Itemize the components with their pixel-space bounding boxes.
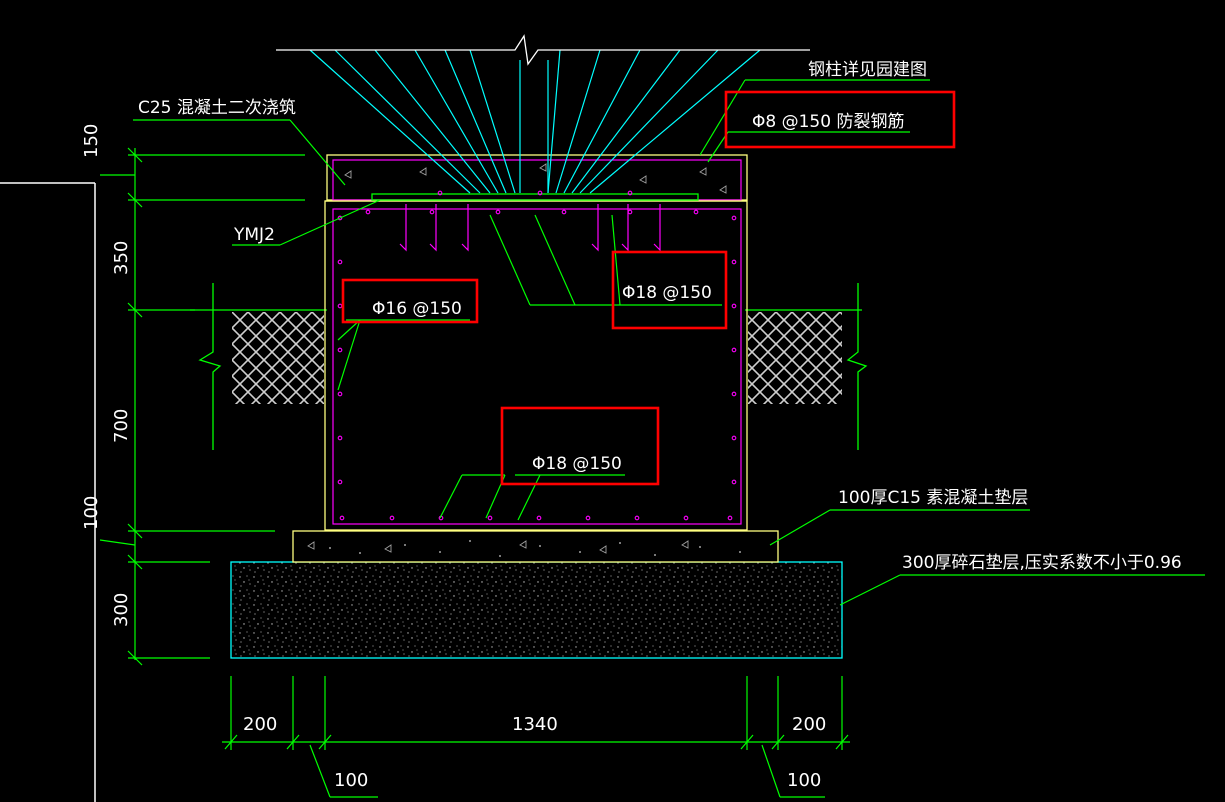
gravel-layer <box>230 561 843 659</box>
label-rebar-top: Φ18 @150 <box>622 283 712 303</box>
highlight-boxes <box>341 90 956 486</box>
dim-middle-1340: 1340 <box>512 714 558 735</box>
soil-hatch <box>232 312 842 404</box>
highlight-box-anti-crack <box>724 90 956 149</box>
dim-100: 100 <box>81 496 102 530</box>
dim-bottom-right-100: 100 <box>787 770 821 791</box>
dim-300: 300 <box>111 593 132 627</box>
vertical-dimensions <box>99 147 305 666</box>
dim-left-200: 200 <box>243 714 277 735</box>
c25-top-block <box>326 154 748 201</box>
annotation-labels: 钢柱详见园建图 Φ8 @150 防裂钢筋 C25 混凝土二次浇筑 YMJ2 Φ1… <box>138 60 1182 573</box>
embedded-plate <box>371 193 699 201</box>
label-rebar-side: Φ16 @150 <box>372 299 462 319</box>
horizontal-dimensions <box>222 676 850 798</box>
dim-bottom-left-100: 100 <box>334 770 368 791</box>
dim-700: 700 <box>111 409 132 443</box>
label-anti-crack-rebar: Φ8 @150 防裂钢筋 <box>752 112 904 132</box>
label-rebar-bottom: Φ18 @150 <box>532 454 622 474</box>
label-c25-pour: C25 混凝土二次浇筑 <box>138 98 296 118</box>
vertical-dimension-labels: 150 350 700 100 300 <box>81 124 132 627</box>
label-steel-column: 钢柱详见园建图 <box>808 60 927 80</box>
horizontal-dimension-labels: 200 1340 200 100 100 <box>243 714 826 791</box>
column-break-line <box>276 34 810 66</box>
highlight-box-rebar-side <box>341 278 479 324</box>
label-c15-pad: 100厚C15 素混凝土垫层 <box>838 488 1028 508</box>
c15-pad <box>292 530 779 563</box>
anchor-bars <box>399 204 661 252</box>
ground-lines <box>190 283 868 450</box>
rebar-dots <box>337 190 737 521</box>
leaders <box>133 79 1205 606</box>
dim-right-200: 200 <box>792 714 826 735</box>
highlight-box-rebar-bottom <box>500 406 660 486</box>
left-frame <box>0 182 96 802</box>
foundation-body <box>324 200 748 531</box>
dim-150: 150 <box>81 124 102 158</box>
label-ymj2: YMJ2 <box>233 225 275 245</box>
label-gravel-layer: 300厚碎石垫层,压实系数不小于0.96 <box>902 553 1182 573</box>
column-anchors <box>309 49 761 194</box>
dim-350: 350 <box>111 241 132 275</box>
highlight-box-rebar-top <box>611 250 728 330</box>
